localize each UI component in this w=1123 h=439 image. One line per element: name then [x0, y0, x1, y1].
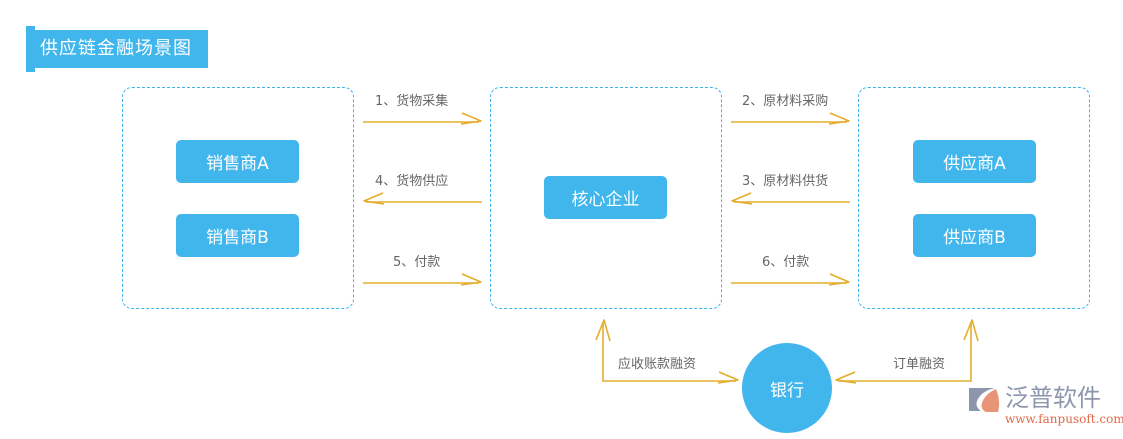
- financing-label-order: 订单融资: [893, 357, 946, 372]
- panel-sellers: [122, 87, 354, 309]
- flow-label-2: 2、原材料采购: [742, 94, 829, 109]
- arrow-flow-5: [363, 273, 482, 286]
- logo-url-text: www.fanpusoft.com: [1005, 412, 1123, 426]
- panel-suppliers: [858, 87, 1090, 309]
- fanpu-logo-mark: [969, 388, 1000, 412]
- arrow-flow-3: [731, 192, 850, 205]
- flow-label-1: 1、货物采集: [375, 94, 449, 109]
- page-title: 供应链金融场景图: [40, 38, 192, 59]
- arrow-flow-4: [363, 192, 482, 205]
- financing-label-receivable: 应收账款融资: [618, 357, 697, 372]
- flow-label-6: 6、付款: [762, 255, 810, 270]
- node-seller-a[interactable]: 销售商A: [176, 140, 299, 183]
- arrow-flow-1: [363, 112, 482, 125]
- arrow-financing-order: [835, 319, 979, 384]
- flow-label-5: 5、付款: [393, 255, 441, 270]
- arrow-flow-6: [731, 273, 850, 286]
- flow-label-3: 3、原材料供货: [742, 174, 829, 189]
- arrow-financing-receivable: [595, 319, 739, 384]
- node-supplier-b[interactable]: 供应商B: [913, 214, 1036, 257]
- company-logo: 泛普软件 www.fanpusoft.com: [965, 384, 1123, 433]
- node-supplier-a[interactable]: 供应商A: [913, 140, 1036, 183]
- node-bank[interactable]: 银行: [742, 343, 832, 433]
- flow-label-4: 4、货物供应: [375, 174, 449, 189]
- logo-brand-text: 泛普软件: [1005, 384, 1101, 412]
- node-seller-b[interactable]: 销售商B: [176, 214, 299, 257]
- node-core-enterprise[interactable]: 核心企业: [544, 176, 667, 219]
- page-title-banner: 供应链金融场景图: [26, 30, 208, 68]
- arrow-flow-2: [731, 112, 850, 125]
